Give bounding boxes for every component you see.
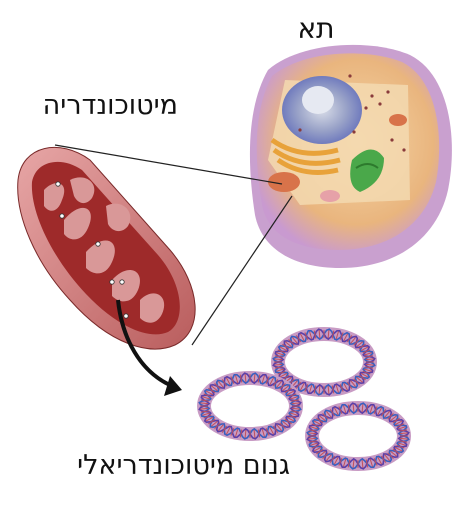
cell-label: תא — [297, 12, 335, 45]
golgi — [270, 137, 341, 175]
dna-ring-icon — [271, 327, 377, 397]
cell-illustration — [249, 44, 452, 268]
connector-lines — [54, 144, 293, 346]
cell-mitochondrion — [389, 114, 407, 126]
nucleolus — [302, 86, 334, 114]
cell-mitochondrion — [268, 172, 300, 192]
green-organelle — [350, 149, 384, 192]
dna-ring-icon — [305, 401, 411, 471]
mito-to-cell-line — [54, 144, 283, 185]
mtdna-dots — [55, 181, 129, 319]
cell-vesicle — [320, 190, 340, 202]
mitochondrion-label: מיטוכונדריה — [42, 90, 178, 121]
mitochondrion-illustration — [17, 146, 196, 350]
mito-to-cell-line — [191, 195, 293, 346]
cristae — [44, 177, 165, 323]
ribosome-dots — [298, 74, 406, 152]
mitochondrial-genome-label: גנום מיטוכונדריאלי — [77, 450, 290, 481]
dna-ring-icon — [197, 371, 303, 441]
arrow-icon — [116, 299, 182, 396]
